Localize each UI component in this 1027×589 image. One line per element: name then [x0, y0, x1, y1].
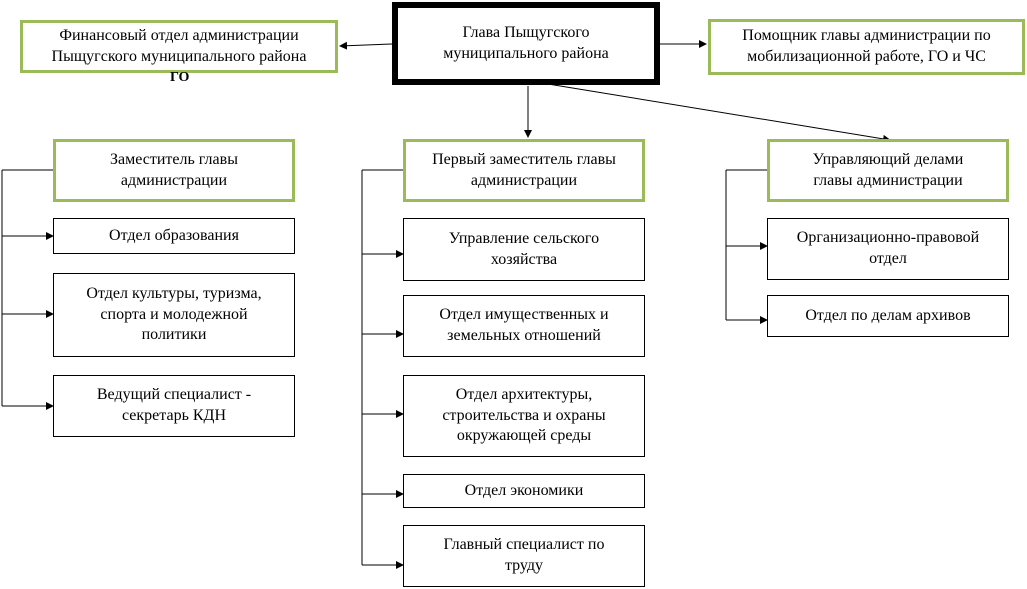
left-item-label: Ведущий специалист - секретарь КДН — [96, 386, 252, 424]
left-item-label: Отдел образования — [109, 226, 239, 244]
assistant-box: Помощник главы администрации по мобилиза… — [708, 19, 1025, 75]
left-item-box: Ведущий специалист - секретарь КДН — [53, 375, 295, 437]
center-item-box: Отдел имущественных и земельных отношени… — [403, 295, 645, 357]
right-item-box: Организационно-правовой отдел — [767, 218, 1009, 280]
assistant-label: Помощник главы администрации по мобилиза… — [742, 27, 991, 65]
finance-box: Финансовый отдел администрации Пыщугског… — [20, 20, 338, 73]
head-box: Глава Пыщугского муниципального района — [392, 2, 660, 85]
center-item-box: Управление сельского хозяйства — [403, 218, 645, 281]
center-title-box: Первый заместитель главы администрации — [403, 139, 645, 202]
center-title: Первый заместитель главы администрации — [432, 150, 616, 189]
center-item-box: Отдел архитектуры, строительства и охран… — [403, 375, 645, 457]
right-item-label: Организационно-правовой отдел — [796, 229, 980, 267]
finance-label: Финансовый отдел администрации Пыщугског… — [51, 26, 307, 65]
finance-suffix: ГО — [170, 70, 190, 85]
center-item-box: Отдел экономики — [403, 474, 645, 508]
center-item-box: Главный специалист по труду — [403, 525, 645, 587]
left-title: Заместитель главы администрации — [110, 150, 238, 189]
head-label: Глава Пыщугского муниципального района — [443, 23, 609, 62]
right-item-box: Отдел по делам архивов — [767, 295, 1009, 337]
left-item-box: Отдел культуры, туризма, спорта и молоде… — [53, 273, 295, 357]
center-item-label: Главный специалист по труду — [443, 536, 605, 574]
right-title: Управляющий делами главы администрации — [812, 150, 964, 189]
center-item-label: Отдел экономики — [464, 481, 584, 499]
right-item-label: Отдел по делам архивов — [805, 306, 971, 324]
center-item-label: Отдел архитектуры, строительства и охран… — [442, 385, 606, 445]
center-item-label: Отдел имущественных и земельных отношени… — [439, 306, 609, 344]
right-title-box: Управляющий делами главы администрации — [767, 139, 1009, 202]
left-item-label: Отдел культуры, туризма, спорта и молоде… — [86, 284, 262, 344]
left-title-box: Заместитель главы администрации — [53, 139, 295, 202]
center-item-label: Управление сельского хозяйства — [448, 229, 600, 268]
left-item-box: Отдел образования — [53, 218, 295, 254]
